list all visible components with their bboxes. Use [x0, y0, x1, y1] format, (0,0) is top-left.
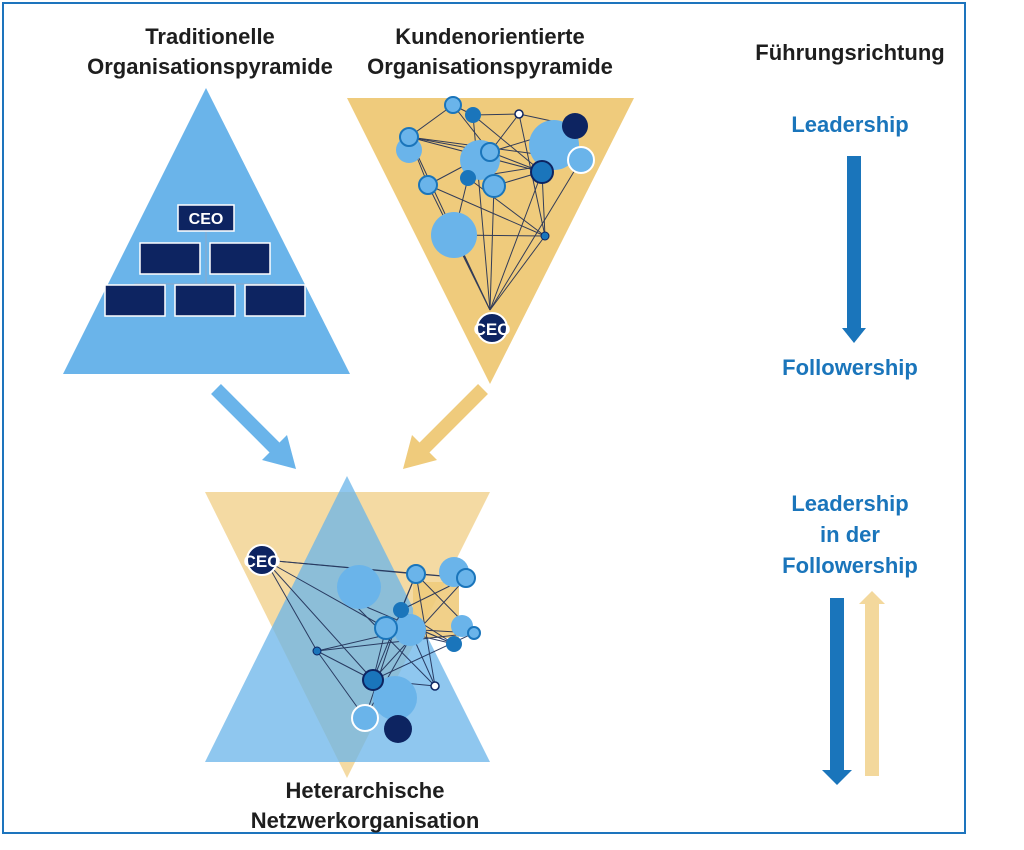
org-box	[139, 242, 201, 275]
arrow-leadership-down	[842, 156, 866, 343]
arrow-customer-to-network	[403, 384, 488, 469]
ceo-box	[177, 204, 235, 232]
network-nodes-bottom	[312, 557, 481, 743]
label-leadership: Leadership	[791, 112, 909, 137]
arrow-down-blue	[822, 598, 852, 785]
title-traditional: Traditionelle Organisationspyramide	[87, 24, 333, 79]
customer-pyramid	[347, 98, 634, 384]
ceo-node-top	[476, 312, 508, 344]
ceo-node-bottom	[246, 544, 278, 576]
label-followership: Followership	[782, 355, 918, 380]
network-upright-pyramid	[205, 476, 490, 762]
arrow-up-sand	[859, 591, 885, 776]
org-box	[104, 284, 166, 317]
ceo-box-label: CEO	[189, 211, 224, 228]
title-customer-oriented: Kundenorientierte Organisationspyramide	[367, 24, 613, 79]
label-leadership-in-followership: Leadership in der Followership	[782, 491, 918, 578]
arrow-traditional-to-network	[211, 384, 296, 469]
ceo-node-top-label: CEO	[474, 320, 511, 339]
title-direction: Führungsrichtung	[755, 40, 945, 65]
org-box	[244, 284, 306, 317]
org-box	[174, 284, 236, 317]
diagram-frame	[2, 2, 966, 834]
org-box	[209, 242, 271, 275]
network-nodes-top	[396, 96, 595, 258]
title-heterarchic: Heterarchische Netzwerkorganisation	[250, 778, 480, 833]
ceo-node-bottom-label: CEO	[244, 552, 281, 571]
